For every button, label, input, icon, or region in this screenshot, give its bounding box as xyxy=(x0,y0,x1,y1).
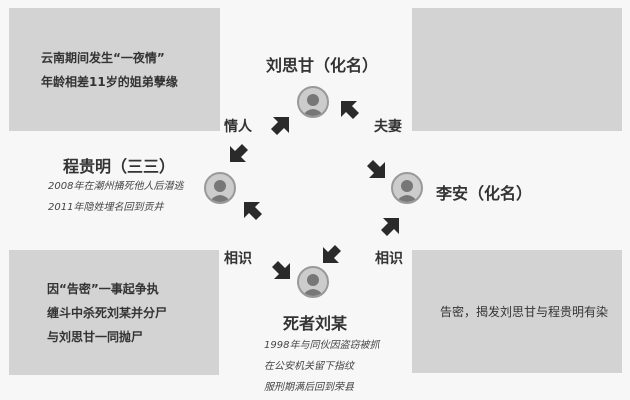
person-name-left: 程贵明（三三） xyxy=(63,157,176,176)
arrow-up-left-icon xyxy=(244,202,262,220)
avatar-male-right xyxy=(391,172,423,204)
note-line: 1998年与同伙因盗窃被抓 xyxy=(264,340,380,351)
note-line: 2011年隐姓埋名回到贡井 xyxy=(48,202,164,213)
avatar-male-bottom xyxy=(297,266,329,298)
info-box-bottom-left: 因“告密”一事起争执 缠斗中杀死刘某并分尸 与刘思甘一同抛尸 xyxy=(9,250,219,375)
box-line: 云南期间发生“一夜情” xyxy=(41,50,165,65)
relation-label-acquaint-right: 相识 xyxy=(375,251,403,267)
arrow-up-right-icon xyxy=(381,218,399,236)
arrow-up-left-icon xyxy=(341,101,359,119)
avatar-female-top xyxy=(297,86,329,118)
arrow-down-left-icon xyxy=(230,144,248,162)
info-box-top-right xyxy=(412,8,622,131)
person-name-top: 刘思甘（化名） xyxy=(266,56,379,75)
relation-label-spouses: 夫妻 xyxy=(374,119,402,135)
info-box-bottom-right: 告密，揭发刘思甘与程贵明有染 xyxy=(412,250,622,373)
note-line: 2008年在潮州捅死他人后潜逃 xyxy=(48,181,184,192)
person-notes-left: 2008年在潮州捅死他人后潜逃 2011年隐姓埋名回到贡井 xyxy=(48,176,183,218)
box-line: 与刘思甘一同抛尸 xyxy=(47,329,144,344)
arrow-up-right-icon xyxy=(271,117,289,135)
avatar-male-left xyxy=(204,172,236,204)
arrow-down-right-icon xyxy=(272,261,290,279)
box-line: 年龄相差11岁的姐弟孽缘 xyxy=(41,74,178,89)
person-name-right: 李安（化名） xyxy=(436,184,533,203)
info-box-top-left: 云南期间发生“一夜情” 年龄相差11岁的姐弟孽缘 xyxy=(9,8,220,131)
arrow-down-right-icon xyxy=(367,160,385,178)
relation-label-acquaint-left: 相识 xyxy=(224,251,252,267)
box-line: 缠斗中杀死刘某并分尸 xyxy=(47,305,168,320)
box-line: 因“告密”一事起争执 xyxy=(47,281,159,296)
relation-label-lovers: 情人 xyxy=(224,119,252,135)
box-line: 告密，揭发刘思甘与程贵明有染 xyxy=(440,304,609,319)
note-line: 服刑期满后回到荣县 xyxy=(264,382,354,393)
person-name-bottom: 死者刘某 xyxy=(283,314,348,333)
arrow-down-left-icon xyxy=(323,245,341,263)
note-line: 在公安机关留下指纹 xyxy=(264,361,354,372)
person-notes-bottom: 1998年与同伙因盗窃被抓 在公安机关留下指纹 服刑期满后回到荣县 xyxy=(264,335,379,398)
